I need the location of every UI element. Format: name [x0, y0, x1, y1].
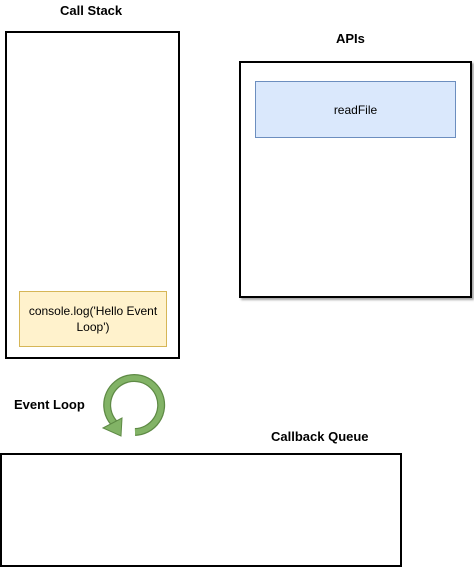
api-item-readfile: readFile: [255, 81, 456, 138]
apis-title: APIs: [336, 31, 365, 46]
call-stack-item: console.log('Hello Event Loop'): [19, 291, 167, 347]
callback-queue-title: Callback Queue: [271, 429, 369, 444]
call-stack-box: console.log('Hello Event Loop'): [5, 31, 180, 359]
call-stack-title: Call Stack: [60, 3, 123, 18]
apis-box: readFile: [239, 61, 472, 298]
event-loop-label: Event Loop: [14, 397, 85, 412]
callback-queue-box: [0, 453, 402, 567]
loop-arrow-icon: [101, 374, 166, 437]
